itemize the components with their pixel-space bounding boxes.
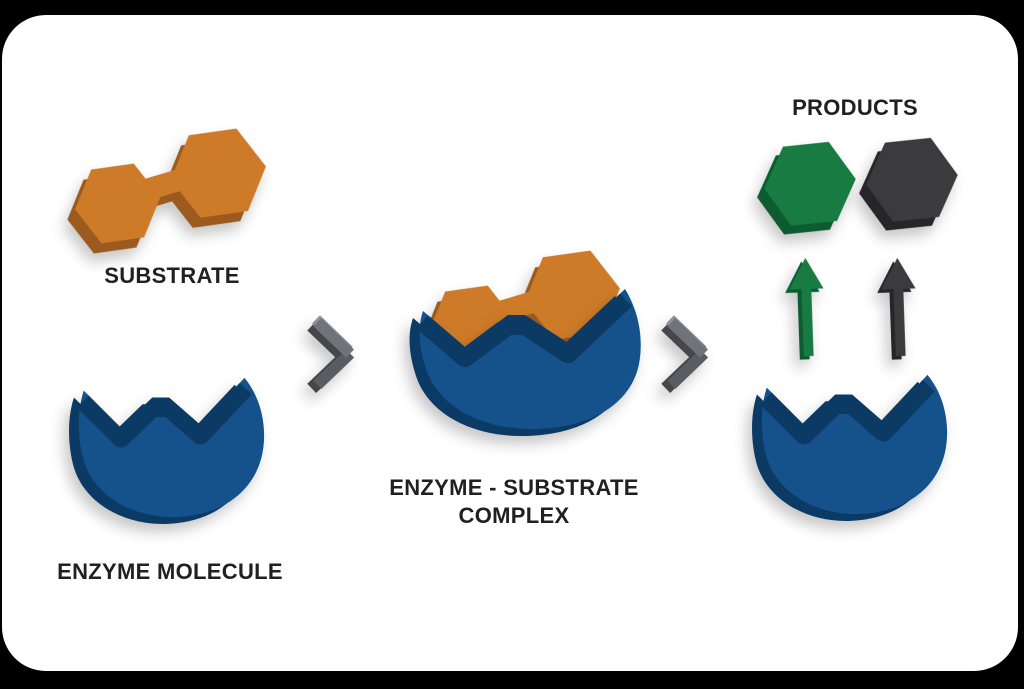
enzyme-bowl-icon bbox=[752, 374, 948, 521]
enzyme-bowl-icon bbox=[69, 377, 265, 524]
product-dark-face bbox=[866, 137, 958, 222]
substrate-label: SUBSTRATE bbox=[104, 263, 240, 288]
up-arrow-dark-face bbox=[881, 257, 916, 357]
complex-enzyme-bowl-icon bbox=[409, 289, 641, 437]
diagram-card: SUBSTRATE ENZYME MOLECULE bbox=[2, 15, 1018, 671]
product-hexagon-dark-icon bbox=[859, 137, 958, 231]
chevron-lower-arm bbox=[313, 349, 355, 389]
complex-enzyme-wall bbox=[419, 291, 632, 367]
up-arrow-green-face bbox=[789, 257, 824, 357]
substrate-hexagon-dumbbell-icon bbox=[67, 128, 266, 254]
chevron-lower-arm bbox=[667, 349, 709, 389]
substrate-face bbox=[75, 128, 266, 244]
products-label: PRODUCTS bbox=[792, 95, 918, 120]
complex-label: ENZYME - SUBSTRATE COMPLEX bbox=[389, 475, 639, 528]
chevron-upper-arm bbox=[313, 318, 355, 358]
complex-enzyme-face bbox=[419, 289, 641, 430]
up-arrow-dark-icon bbox=[877, 257, 916, 360]
enzyme-active-site-wall bbox=[78, 380, 252, 448]
enzyme-molecule-label: ENZYME MOLECULE bbox=[57, 559, 283, 584]
chevron-upper-arm bbox=[667, 318, 709, 358]
chevron-right-icon bbox=[661, 315, 709, 394]
product-green-face bbox=[764, 141, 856, 226]
product-hexagon-green-icon bbox=[757, 141, 856, 235]
chevron-right-icon bbox=[307, 315, 355, 394]
enzyme-active-site-wall bbox=[761, 377, 935, 445]
up-arrow-green-icon bbox=[785, 257, 824, 360]
